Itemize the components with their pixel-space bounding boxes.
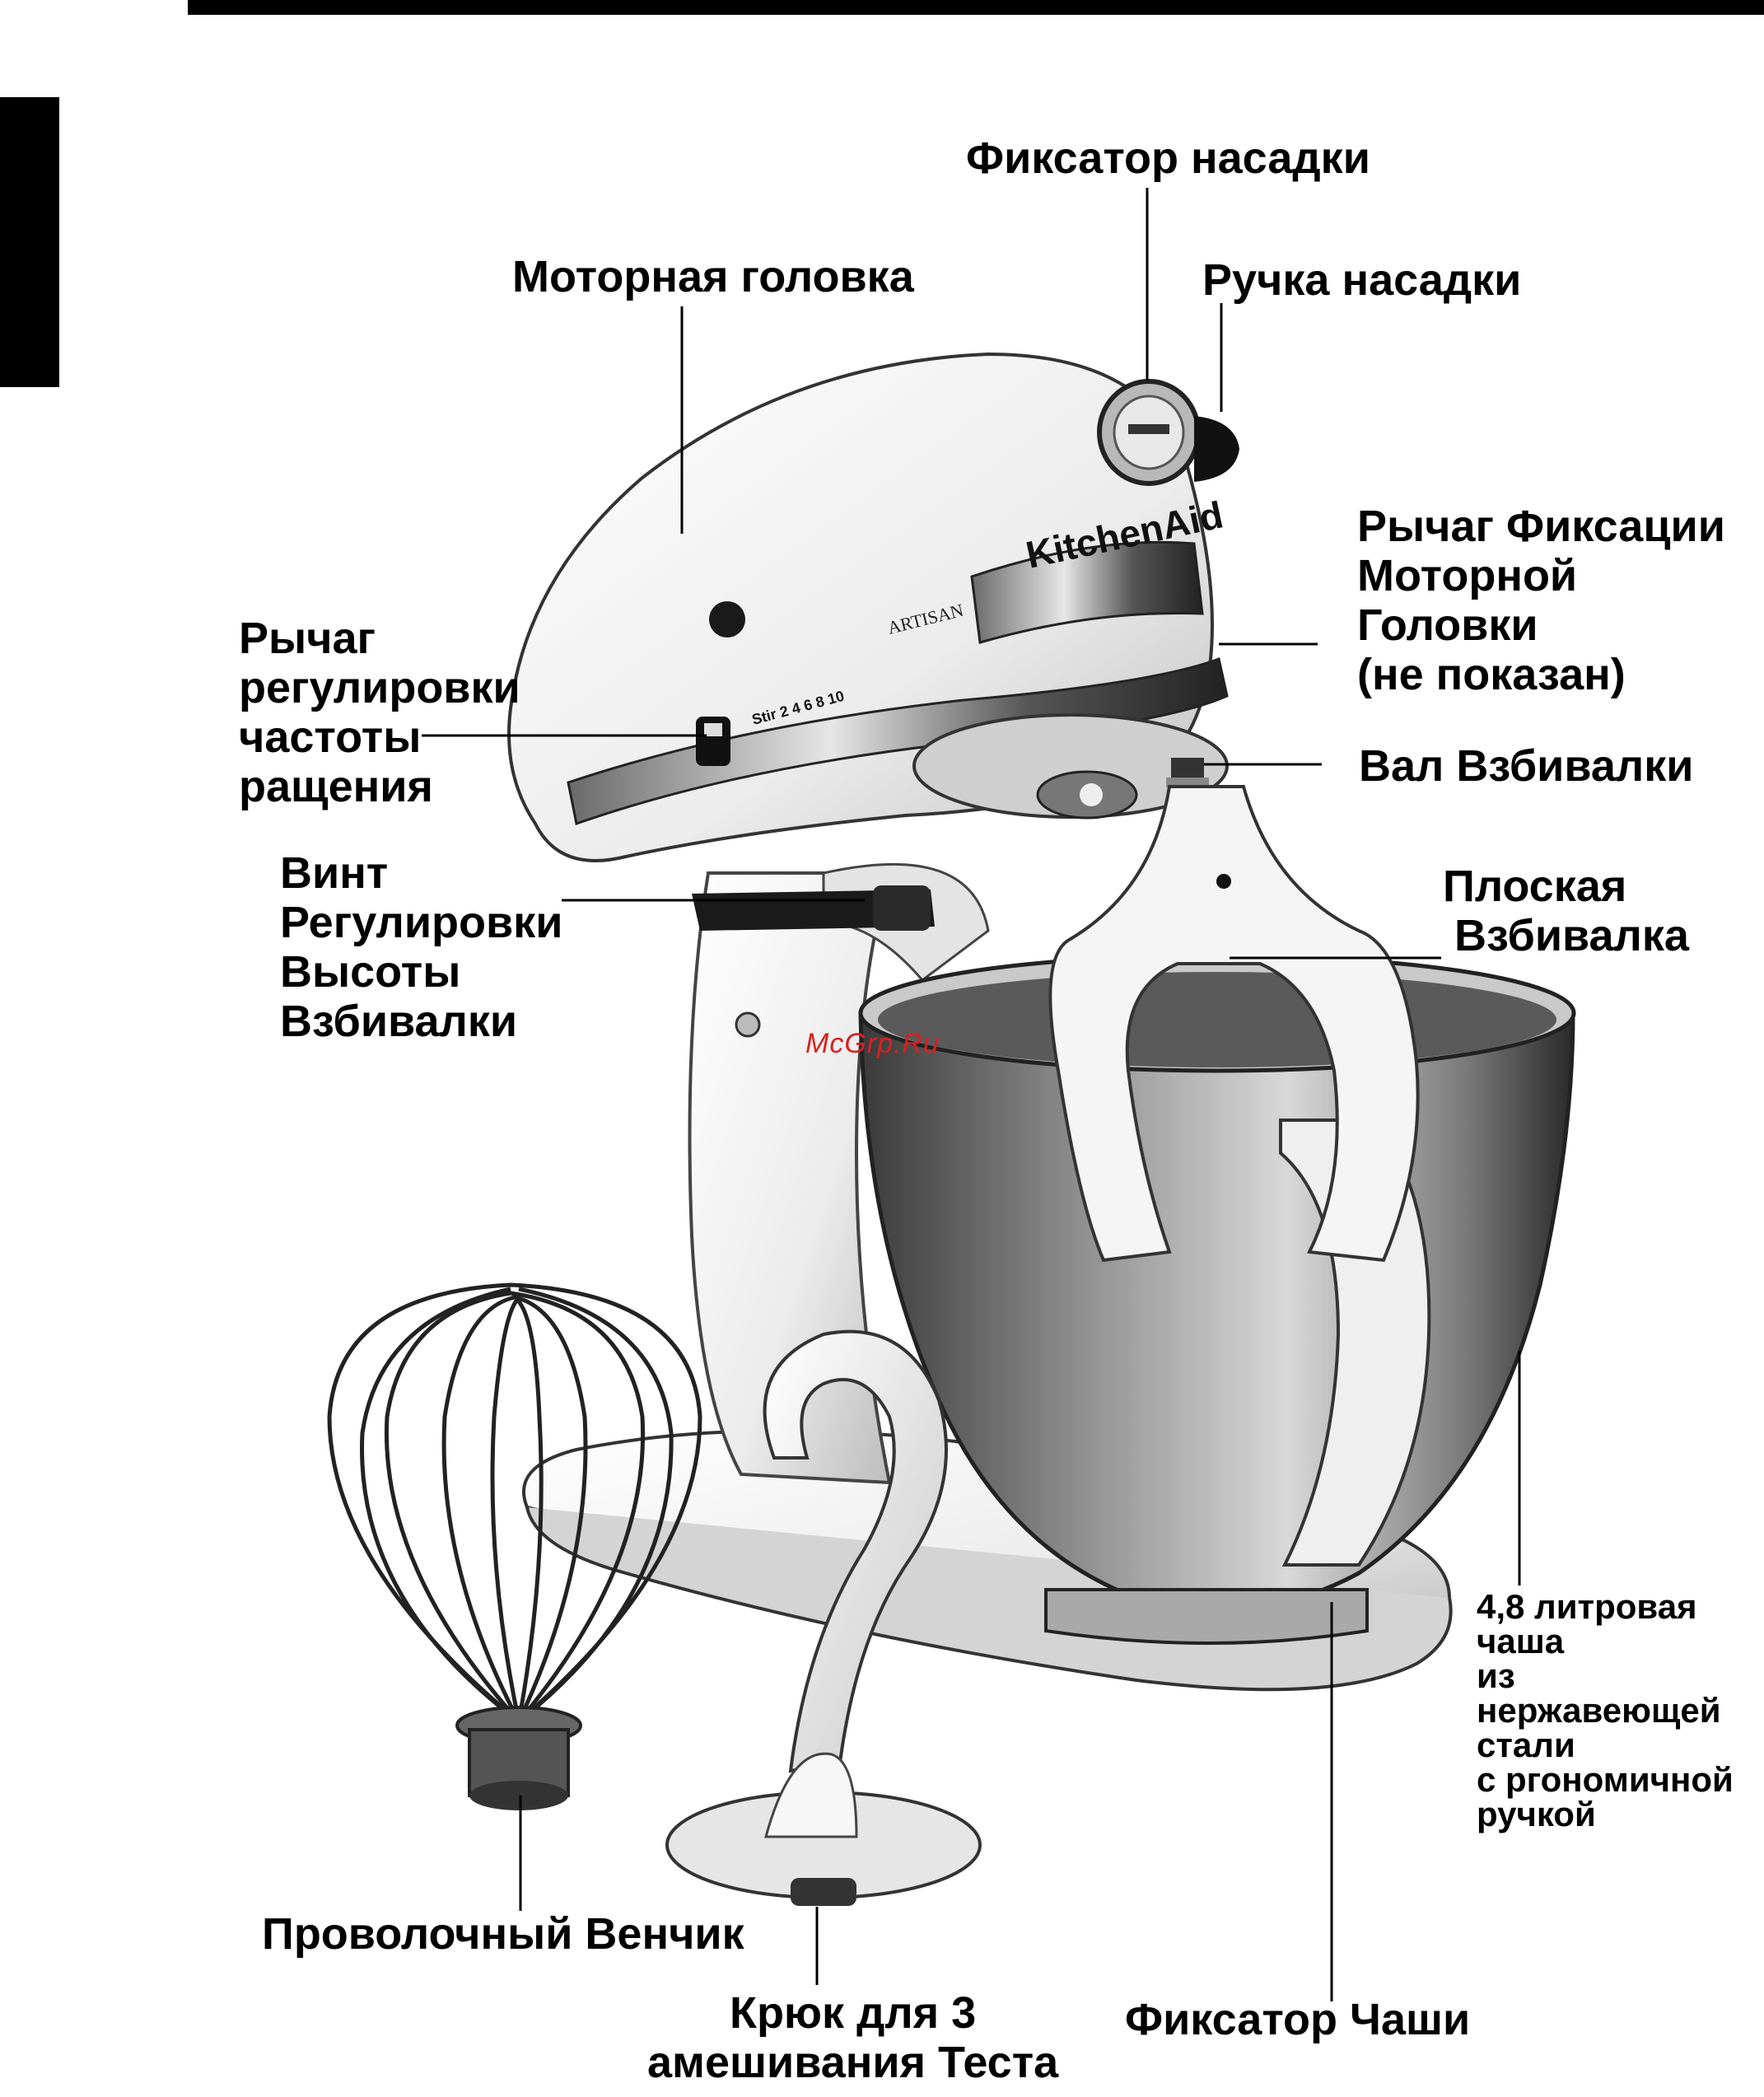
wire-whip-icon <box>327 1282 702 1723</box>
label-speed-control: Рычаг регулировки частоты ращения <box>239 614 520 811</box>
attachment-knob-icon <box>1097 379 1201 486</box>
label-dough-hook: Крюк для 3 амешивания Теста <box>647 1988 1059 2087</box>
wire-whip-hub <box>455 1706 582 1810</box>
dough-hook-icon <box>665 1329 982 1906</box>
leader-lines <box>422 188 1521 2001</box>
motor-head-knob <box>709 601 745 638</box>
label-bowl-clamp: Фиксатор Чаши <box>1125 1995 1471 2044</box>
label-bowl: 4,8 литровая чаша из нержавеющей стали с… <box>1477 1587 1734 1833</box>
label-head-lock-lever: Рычаг Фиксации Моторной Головки (не пока… <box>1357 502 1725 699</box>
flat-beater-icon <box>1048 785 1420 1263</box>
label-motor-head: Моторная головка <box>512 252 914 301</box>
label-height-screw: Винт Регулировки Высоты Взбивалки <box>280 848 563 1046</box>
motor-head <box>507 352 1229 862</box>
speed-lever-icon <box>696 717 730 766</box>
side-black-tab <box>0 97 59 387</box>
label-wire-whip: Проволочный Венчик <box>262 1909 744 1959</box>
label-attachment-knob: Фиксатор насадки <box>966 133 1370 183</box>
top-black-bar <box>188 0 1764 15</box>
label-attachment-handle: Ручка насадки <box>1202 255 1522 305</box>
attachment-handle-icon <box>1194 416 1239 482</box>
beater-shaft-icon <box>1166 758 1209 787</box>
label-beater-shaft: Вал Взбивалки <box>1359 741 1694 791</box>
column-rivet <box>735 1011 761 1038</box>
watermark: McGrp.Ru <box>805 1028 940 1059</box>
label-flat-beater: Плоская Взбивалка <box>1443 862 1689 960</box>
